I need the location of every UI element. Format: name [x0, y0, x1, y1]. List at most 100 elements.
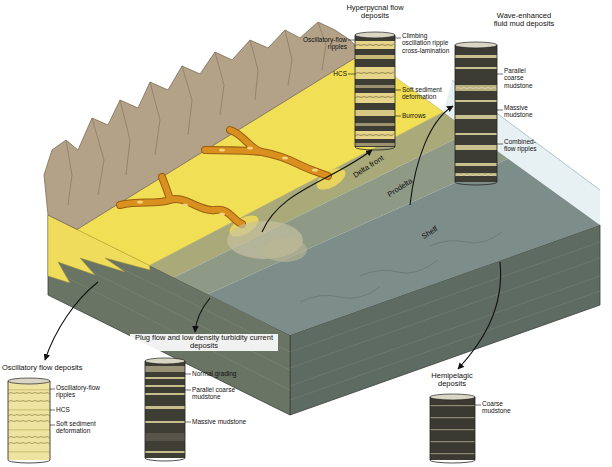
- log-drawing: [285, 2, 455, 152]
- sediment-log: [455, 42, 497, 185]
- leader-line: [50, 410, 55, 411]
- curved-arrow: [45, 282, 98, 360]
- sediment-log: [8, 378, 50, 463]
- log-bed: [355, 110, 395, 116]
- ripple-lamination: [8, 401, 50, 403]
- log-bed: [455, 133, 497, 135]
- log-body: [145, 361, 185, 458]
- river: [205, 130, 328, 176]
- log-bed: [430, 417, 475, 418]
- log-bed: [355, 93, 395, 103]
- leader-line: [497, 144, 503, 145]
- leader-line: [185, 390, 191, 391]
- log-bed: [430, 441, 475, 442]
- leader-line: [475, 405, 481, 406]
- log-bed: [8, 451, 50, 453]
- channel-bar: [137, 200, 143, 203]
- log-bed: [145, 366, 185, 372]
- log-bed: [355, 41, 395, 49]
- log-bed: [455, 55, 497, 58]
- leader-line: [497, 74, 503, 75]
- log-bed: [8, 429, 50, 431]
- ripple-lamination: [8, 393, 50, 395]
- facies-label: Massive mudstone: [192, 418, 252, 425]
- facies-label: Oscillatory-flow ripples: [285, 36, 347, 51]
- curved-arrow: [410, 106, 453, 205]
- log-body: [455, 45, 497, 182]
- facies-label: Parallel coarse mudstone: [504, 67, 544, 89]
- facies-label: Massive mudstone: [504, 104, 544, 119]
- channel-bar: [282, 156, 288, 159]
- ripple-lamination: [355, 72, 394, 75]
- log-bed: [430, 429, 475, 430]
- leader-line: [395, 90, 401, 91]
- sediment-plume: [263, 238, 307, 262]
- facies-label: Parallel coarse mudstone: [192, 386, 252, 401]
- log-body: [430, 397, 475, 460]
- log-top: [430, 394, 475, 400]
- leader-line: [348, 40, 355, 41]
- log-heading: Wave-enhanced fluid mud deposits: [490, 12, 558, 29]
- sediment-log: [145, 358, 185, 461]
- log-bed: [145, 377, 185, 379]
- log-bed: [455, 163, 497, 166]
- log-outline: [8, 381, 50, 463]
- channel-bar: [312, 168, 318, 171]
- log-top: [145, 358, 185, 364]
- facies-label: Soft sediment deformation: [56, 420, 118, 435]
- log-bed: [145, 406, 185, 409]
- log-top: [355, 32, 395, 38]
- facies-label: HCS: [56, 406, 96, 413]
- log-bed: [430, 453, 475, 454]
- facies-label: Normal grading: [192, 370, 252, 377]
- river: [120, 177, 242, 224]
- log-bed: [455, 67, 497, 69]
- log-bed: [145, 393, 185, 395]
- log-bed: [145, 451, 185, 453]
- log-bed: [455, 85, 497, 91]
- ripple-lamination: [455, 88, 497, 90]
- log-body: [8, 381, 50, 460]
- log-bed: [455, 145, 497, 150]
- facies-label: Climbing oscillation ripple cross-lamina…: [402, 32, 455, 54]
- log-bed: [455, 100, 497, 102]
- log-drawing: [2, 364, 137, 464]
- log-bed: [455, 115, 497, 119]
- log-bed: [145, 385, 185, 387]
- log-bed: [355, 85, 395, 88]
- channel-bars: [137, 146, 318, 215]
- ripple-lamination: [355, 44, 394, 47]
- leader-line: [348, 74, 355, 75]
- log-bed: [8, 389, 50, 391]
- curved-arrow: [195, 298, 210, 332]
- leader-line: [50, 425, 55, 426]
- log-top: [8, 378, 50, 384]
- facies-label: Soft sediment deformation: [402, 86, 455, 101]
- log-heading: Oscillatory flow deposits: [2, 364, 132, 372]
- log-heading: Hyperpycnal flow deposits: [345, 4, 405, 21]
- log-outline: [355, 35, 395, 150]
- leader-line: [185, 422, 191, 423]
- curved-arrow: [262, 150, 372, 232]
- log-heading: Hemipelagic deposits: [427, 372, 477, 389]
- channel-bar: [219, 212, 225, 215]
- log-bed: [355, 55, 395, 59]
- log-bed: [430, 405, 475, 406]
- deposit-log: Hyperpycnal flow depositsOscillatory-flo…: [285, 2, 455, 152]
- sediment-log: [430, 394, 475, 463]
- deposit-log: Plug flow and low density turbidity curr…: [130, 334, 280, 462]
- channel-bar: [219, 148, 225, 151]
- shelf-bedforms: [300, 232, 502, 302]
- log-drawing: [450, 12, 612, 192]
- log-bed: [355, 131, 395, 139]
- leader-line: [50, 389, 55, 390]
- log-heading: Plug flow and low density turbidity curr…: [130, 334, 278, 351]
- facies-label: HCS: [305, 70, 347, 77]
- deposit-log: Oscillatory flow depositsOscillatory-flo…: [2, 364, 137, 464]
- log-bed: [145, 421, 185, 423]
- arrows: [45, 106, 501, 369]
- log-top: [455, 42, 497, 48]
- ripple-lamination: [8, 437, 50, 439]
- log-bed: [355, 123, 395, 126]
